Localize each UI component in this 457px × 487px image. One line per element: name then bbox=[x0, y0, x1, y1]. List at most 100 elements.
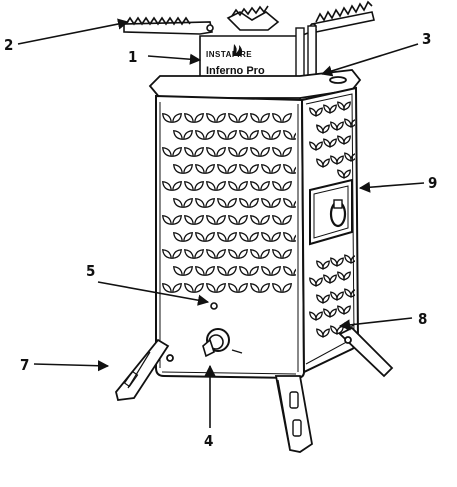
callout-line-3 bbox=[320, 43, 419, 77]
vent-slot bbox=[238, 181, 248, 191]
vent-slot bbox=[183, 130, 193, 140]
vent-slot bbox=[261, 266, 271, 276]
vent-slot bbox=[172, 113, 182, 123]
callout-labels: 1 2 3 4 5 7 8 9 bbox=[4, 30, 437, 450]
vent-slot bbox=[329, 308, 337, 318]
vent-slot bbox=[238, 283, 248, 293]
vent-slot bbox=[162, 181, 172, 191]
vent-slot bbox=[194, 113, 204, 123]
model-logo-text: Inferno Pro bbox=[206, 65, 265, 77]
vent-slot bbox=[293, 232, 296, 242]
vent-slot bbox=[206, 181, 216, 191]
vent-slot bbox=[183, 164, 193, 174]
vent-slot bbox=[322, 328, 330, 338]
vent-slot bbox=[260, 215, 270, 225]
vent-slot bbox=[217, 130, 227, 140]
vent-slot bbox=[250, 113, 260, 123]
control-knob bbox=[202, 328, 243, 358]
stove-body bbox=[155, 86, 360, 380]
vent-slot bbox=[336, 291, 344, 301]
vent-slot bbox=[272, 113, 282, 123]
vent-slot bbox=[194, 249, 204, 259]
vent-slot bbox=[293, 266, 296, 276]
vent-slot bbox=[238, 215, 248, 225]
vent-slot bbox=[239, 198, 249, 208]
feed-door bbox=[309, 178, 353, 246]
side-vent-pattern bbox=[309, 101, 355, 338]
vent-slot bbox=[216, 283, 226, 293]
vent-slot bbox=[217, 198, 227, 208]
callout-label-2: 2 bbox=[4, 36, 13, 54]
callout-label-1: 1 bbox=[128, 48, 137, 66]
callout-line-9 bbox=[358, 181, 425, 193]
vent-slot bbox=[282, 215, 292, 225]
vent-slot bbox=[194, 283, 204, 293]
vent-slot bbox=[228, 113, 238, 123]
vent-slot bbox=[217, 164, 227, 174]
vent-slot bbox=[195, 130, 205, 140]
callout-line-7 bbox=[33, 360, 110, 372]
vent-slot bbox=[239, 164, 249, 174]
vent-slot bbox=[282, 249, 292, 259]
vent-slot bbox=[336, 257, 344, 267]
vent-slot bbox=[172, 283, 182, 293]
vent-slot bbox=[216, 113, 226, 123]
vent-slot bbox=[206, 283, 216, 293]
vent-slot bbox=[271, 266, 281, 276]
vent-slot bbox=[250, 181, 260, 191]
vent-slot bbox=[162, 147, 172, 157]
vent-slot bbox=[172, 181, 182, 191]
indicator-hole bbox=[210, 302, 218, 310]
vent-slot bbox=[261, 164, 271, 174]
callout-label-4: 4 bbox=[204, 432, 213, 450]
vent-slot bbox=[250, 249, 260, 259]
vent-slot bbox=[260, 181, 270, 191]
vent-slot bbox=[173, 232, 183, 242]
callout-line-8 bbox=[338, 317, 413, 331]
vent-slot bbox=[162, 283, 172, 293]
leg-left bbox=[115, 338, 170, 401]
vent-slot bbox=[272, 283, 282, 293]
callouts bbox=[17, 18, 425, 428]
vent-slot bbox=[283, 232, 293, 242]
callout-label-5: 5 bbox=[86, 262, 95, 280]
vent-slot bbox=[195, 232, 205, 242]
vent-slot bbox=[194, 147, 204, 157]
vent-slot bbox=[293, 130, 296, 140]
vent-slot bbox=[283, 164, 293, 174]
vent-slot bbox=[239, 266, 249, 276]
vent-slot bbox=[205, 232, 215, 242]
vent-slot bbox=[162, 249, 172, 259]
vent-slot bbox=[172, 249, 182, 259]
vent-slot bbox=[329, 104, 337, 114]
vent-slot bbox=[206, 249, 216, 259]
vent-slot bbox=[315, 311, 323, 321]
vent-slot bbox=[184, 147, 194, 157]
vent-slot bbox=[249, 232, 259, 242]
pot-support-arm-left bbox=[123, 21, 213, 35]
vent-slot bbox=[261, 130, 271, 140]
vent-slot bbox=[272, 181, 282, 191]
vent-slot bbox=[184, 113, 194, 123]
vent-slot bbox=[227, 164, 237, 174]
vent-slot bbox=[227, 130, 237, 140]
vent-slot bbox=[293, 164, 296, 174]
vent-slot bbox=[228, 215, 238, 225]
vent-slot bbox=[183, 266, 193, 276]
vent-slot bbox=[172, 147, 182, 157]
vent-slot bbox=[205, 266, 215, 276]
burner-head: INSTAFIRE Inferno Pro bbox=[199, 25, 317, 88]
vent-slot bbox=[350, 254, 355, 264]
pot-support-arm-back bbox=[226, 11, 280, 31]
vent-slot bbox=[184, 249, 194, 259]
vent-slot bbox=[343, 305, 351, 315]
vent-slot bbox=[249, 266, 259, 276]
vent-slot bbox=[350, 288, 355, 298]
vent-slot bbox=[227, 266, 237, 276]
vent-slot bbox=[216, 249, 226, 259]
vent-slot bbox=[329, 274, 337, 284]
callout-label-7: 7 bbox=[20, 356, 29, 374]
vent-slot bbox=[271, 164, 281, 174]
